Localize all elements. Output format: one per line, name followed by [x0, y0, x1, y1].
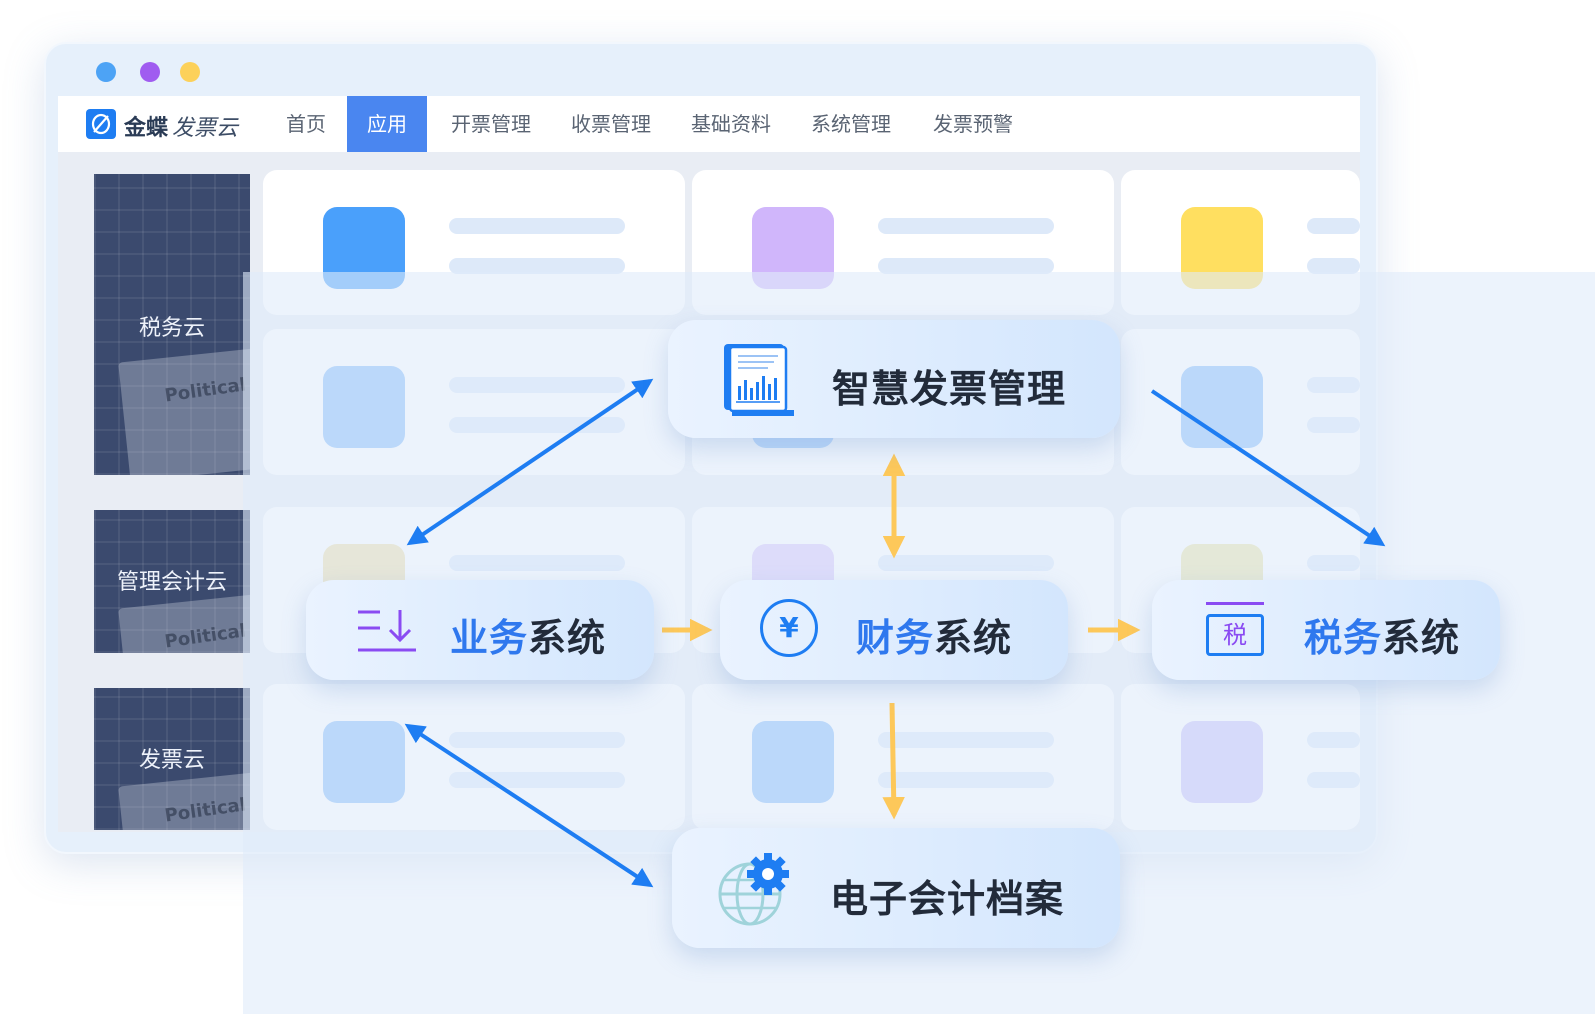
node-label-rest: 系统: [934, 616, 1013, 660]
top-navbar: 金蝶发票云 首页 应用 开票管理 收票管理 基础资料 系统管理 发票预警: [58, 96, 1360, 152]
nav-base-data[interactable]: 基础资料: [691, 112, 771, 136]
yen-glyph: ¥: [779, 611, 799, 644]
yen-circle-icon: ¥: [760, 599, 818, 657]
node-finance-system[interactable]: ¥ 财务系统: [720, 580, 1068, 680]
node-label: 智慧发票管理: [832, 367, 1067, 411]
sidebar-card-label: 管理会计云: [116, 570, 227, 595]
node-label: 业务系统: [450, 607, 606, 662]
globe-gear-icon: [714, 850, 796, 932]
node-tax-system[interactable]: 税 税务系统: [1152, 580, 1500, 680]
window-dot-purple[interactable]: [140, 62, 160, 82]
window-dot-blue[interactable]: [96, 62, 116, 82]
app-tile-title-placeholder: [449, 218, 625, 234]
arrow-business-invoice: [406, 378, 654, 546]
app-tile-desc-placeholder: [1307, 258, 1360, 274]
node-label: 电子会计档案: [830, 877, 1065, 921]
app-tile-desc-placeholder: [449, 258, 625, 274]
sidebar-card-tax-cloud[interactable]: Political Risk Ins 税务云: [94, 174, 250, 475]
node-smart-invoice-mgmt[interactable]: 智慧发票管理: [668, 320, 1120, 438]
node-business-system[interactable]: 业务系统: [306, 580, 654, 680]
tax-box-icon: 税: [1204, 602, 1266, 660]
nav-issue-invoice[interactable]: 开票管理: [451, 112, 531, 136]
arrow-invoice-tax: [1150, 389, 1386, 547]
nav-home[interactable]: 首页: [286, 112, 326, 136]
app-tile-title-placeholder: [878, 218, 1054, 234]
nav-invoice-alert[interactable]: 发票预警: [933, 112, 1013, 136]
node-label: 财务系统: [856, 607, 1012, 662]
app-tile-desc-placeholder: [878, 258, 1054, 274]
tax-glyph: 税: [1223, 621, 1247, 649]
node-label-rest: 系统: [528, 616, 607, 660]
nav-system-admin[interactable]: 系统管理: [811, 112, 891, 136]
kingdee-logo-icon: [86, 109, 116, 139]
sort-download-icon: [354, 606, 418, 662]
logo-sub: 发票云: [172, 116, 239, 141]
logo-main: 金蝶: [124, 116, 169, 141]
node-label: 税务系统: [1304, 607, 1460, 662]
node-label-highlight: 业务: [450, 616, 529, 660]
sidebar-card-invoice-cloud[interactable]: Political Risk Ins 发票云: [94, 688, 250, 830]
nav-apps[interactable]: 应用: [347, 96, 427, 152]
arrow-business-archive: [404, 723, 654, 888]
sidebar-card-mgmt-accounting-cloud[interactable]: Political Risk Ins 管理会计云: [94, 510, 250, 653]
invoice-document-icon: [718, 342, 800, 422]
app-logo-text: 金蝶发票云: [124, 110, 238, 142]
window-dot-yellow[interactable]: [180, 62, 200, 82]
arrow-finance-archive: [882, 702, 905, 820]
sidebar-card-label: 税务云: [138, 316, 205, 341]
node-label-highlight: 税务: [1304, 616, 1383, 660]
node-e-accounting-archive[interactable]: 电子会计档案: [672, 828, 1120, 948]
nav-receive-invoice[interactable]: 收票管理: [571, 112, 651, 136]
app-tile-title-placeholder: [1307, 218, 1360, 234]
node-label-rest: 系统: [1382, 616, 1461, 660]
node-label-highlight: 财务: [856, 616, 935, 660]
sidebar-card-label: 发票云: [138, 748, 205, 773]
